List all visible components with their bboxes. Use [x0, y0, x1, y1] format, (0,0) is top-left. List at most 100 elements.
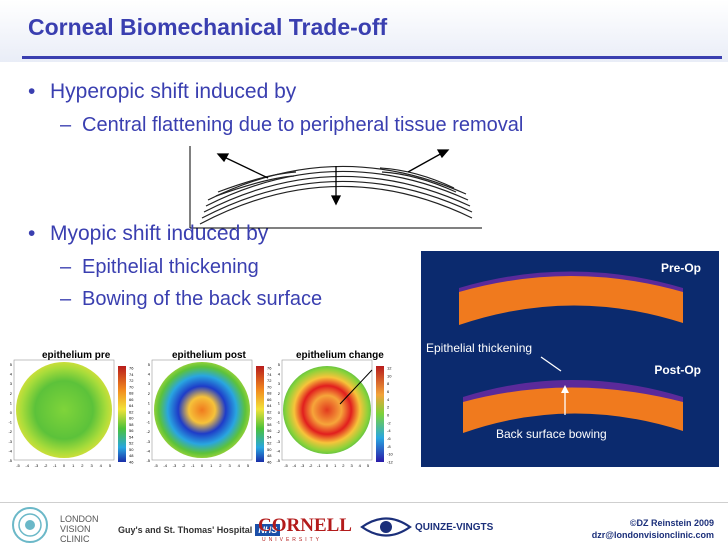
scale-label: 70 — [129, 384, 134, 389]
title-rule — [22, 56, 722, 59]
x-tick-label: -2 — [44, 463, 48, 468]
scale-label: 58 — [267, 422, 272, 427]
x-tick-label: -1 — [317, 463, 321, 468]
footer — [0, 478, 728, 546]
quinze-vingts-eye-icon — [360, 517, 412, 537]
scale-label: 12 — [387, 366, 392, 371]
scale-label: -2 — [387, 420, 391, 425]
y-tick-label: 0 — [278, 410, 281, 415]
y-tick-label: -3 — [8, 439, 12, 444]
scale-label: 74 — [267, 372, 272, 377]
scale-label: 8 — [387, 381, 390, 386]
map-post-scale — [256, 366, 264, 462]
bullet-marker: • — [28, 222, 36, 245]
pre-post-op-panel: Pre-Op Post-Op Epithelial thickening Bac… — [421, 251, 719, 467]
sub-marker: – — [60, 114, 72, 136]
y-tick-label: 3 — [278, 381, 281, 386]
y-tick-label: 4 — [148, 372, 151, 377]
x-tick-label: 3 — [350, 463, 353, 468]
y-tick-label: -4 — [276, 448, 280, 453]
scale-label: 62 — [129, 409, 134, 414]
scale-label: 60 — [129, 416, 134, 421]
scale-label: -8 — [387, 444, 391, 449]
scale-label: 70 — [267, 384, 272, 389]
scale-label: 50 — [267, 447, 272, 452]
bullet-hyperopic: • Hyperopic shift induced by — [28, 80, 296, 104]
x-tick-label: 1 — [210, 463, 213, 468]
sub-text: Epithelial thickening — [82, 256, 259, 278]
map-change-scale — [376, 366, 384, 462]
x-tick-label: 2 — [342, 463, 345, 468]
y-tick-label: -1 — [8, 420, 12, 425]
map-post-disc — [154, 362, 250, 458]
bullet-text: Myopic shift induced by — [50, 222, 269, 245]
x-tick-label: -4 — [25, 463, 29, 468]
y-tick-label: 1 — [148, 400, 151, 405]
email-link[interactable]: dzr@londonvisionclinic.com — [591, 530, 714, 540]
x-tick-label: -2 — [182, 463, 186, 468]
x-tick-label: -3 — [301, 463, 305, 468]
y-tick-label: -5 — [8, 458, 12, 463]
scale-label: 4 — [387, 397, 390, 402]
y-tick-label: 3 — [148, 381, 151, 386]
y-tick-label: 2 — [10, 391, 13, 396]
scale-label: -4 — [387, 428, 391, 433]
x-tick-label: -3 — [173, 463, 177, 468]
copyright-block: ©DZ Reinstein 2009 dzr@londonvisionclini… — [592, 517, 714, 541]
scale-label: 74 — [129, 372, 134, 377]
scale-label: 56 — [267, 428, 272, 433]
x-tick-label: 4 — [238, 463, 241, 468]
post-op-stroma — [463, 386, 683, 433]
x-tick-label: -5 — [154, 463, 158, 468]
map-title-pre: epithelium pre — [42, 350, 111, 361]
y-tick-label: 4 — [278, 372, 281, 377]
scale-label: 66 — [267, 397, 272, 402]
footer-rule — [0, 502, 728, 503]
x-tick-label: 0 — [201, 463, 204, 468]
y-tick-label: 0 — [10, 410, 13, 415]
y-tick-label: 1 — [10, 400, 13, 405]
map-title-change: epithelium change — [296, 350, 384, 361]
pre-op-label: Pre-Op — [660, 261, 701, 275]
title-band — [0, 0, 728, 62]
map-pre-scale — [118, 366, 126, 462]
scale-label: 64 — [267, 403, 272, 408]
map-change-disc — [283, 366, 371, 454]
y-tick-label: 2 — [278, 391, 281, 396]
sub-text: Central flattening due to peripheral tis… — [82, 114, 524, 136]
scale-label: 66 — [129, 397, 134, 402]
x-tick-label: 5 — [367, 463, 370, 468]
x-tick-label: 1 — [72, 463, 75, 468]
scale-label: 76 — [267, 366, 272, 371]
x-tick-label: 3 — [90, 463, 93, 468]
x-tick-label: 1 — [334, 463, 337, 468]
y-tick-label: -2 — [146, 429, 150, 434]
scale-label: 48 — [267, 453, 272, 458]
x-tick-label: -4 — [163, 463, 167, 468]
pre-post-diagram — [459, 271, 683, 433]
y-tick-label: -5 — [276, 458, 280, 463]
nhs-badge: NHS — [255, 524, 281, 536]
y-tick-label: -2 — [8, 429, 12, 434]
scale-label: 72 — [267, 378, 272, 383]
x-tick-label: 3 — [228, 463, 231, 468]
sub-text: Bowing of the back surface — [82, 288, 323, 310]
sub-central-flattening: –Central flattening due to peripheral ti… — [60, 114, 523, 137]
y-tick-label: -4 — [146, 448, 150, 453]
y-tick-label: 0 — [148, 410, 151, 415]
scale-label: 60 — [267, 416, 272, 421]
x-tick-label: 5 — [247, 463, 250, 468]
x-tick-label: 0 — [326, 463, 329, 468]
copyright: ©DZ Reinstein 2009 — [629, 518, 714, 528]
london-vision-clinic-text: LONDON VISION CLINIC — [60, 514, 99, 544]
scale-label: 52 — [129, 441, 134, 446]
bullet-marker: • — [28, 80, 36, 103]
scale-label: 56 — [129, 428, 134, 433]
scale-label: 62 — [267, 409, 272, 414]
scale-label: 46 — [129, 460, 134, 465]
scale-label: 54 — [129, 434, 134, 439]
bullet-text: Hyperopic shift induced by — [50, 80, 297, 103]
sub-epithelial-thickening: –Epithelial thickening — [60, 256, 259, 279]
